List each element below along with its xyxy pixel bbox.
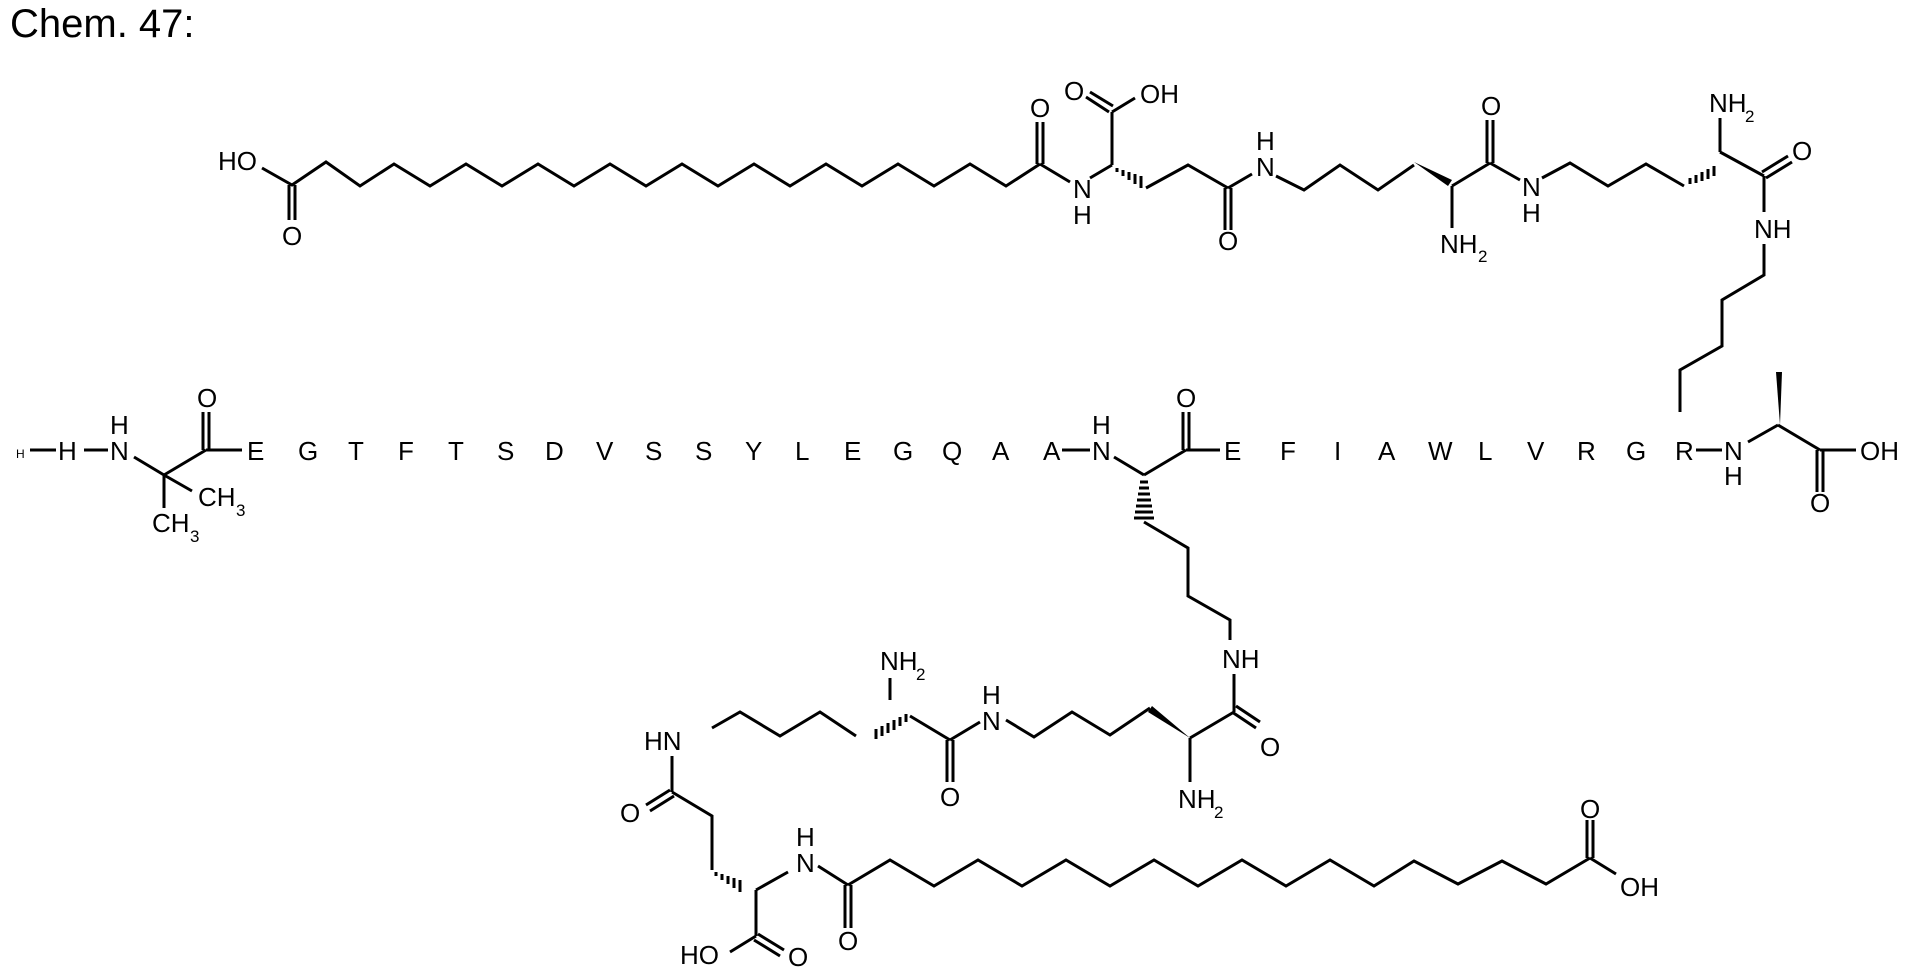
residue: A bbox=[1378, 436, 1396, 466]
label-acid-oh: OH bbox=[1140, 79, 1179, 109]
residue: L bbox=[795, 436, 809, 466]
lower-lysine-d: H N O NH 2 HN bbox=[644, 646, 1001, 812]
label-n: N bbox=[110, 436, 129, 466]
label-carbonyl-o: O bbox=[1176, 383, 1196, 413]
label-nh: NH bbox=[1222, 644, 1260, 674]
label-ho: HO bbox=[680, 940, 719, 969]
label-h: H bbox=[1522, 198, 1541, 228]
lower-lysine-c: NH O NH 2 bbox=[1005, 644, 1280, 822]
label-n: N bbox=[1256, 152, 1275, 182]
residue: F bbox=[398, 436, 414, 466]
residue: T bbox=[448, 436, 464, 466]
residue: E bbox=[247, 436, 264, 466]
residue: G bbox=[1626, 436, 1646, 466]
label-nh2-sub: 2 bbox=[1478, 247, 1487, 266]
label-oh: OH bbox=[1620, 872, 1659, 902]
residue: S bbox=[695, 436, 712, 466]
label-nh2: NH bbox=[1440, 229, 1478, 259]
upper-fatty-acid-chain: HO O O bbox=[218, 93, 1071, 251]
label-gamma-o: O bbox=[1218, 226, 1238, 256]
residue: E bbox=[844, 436, 861, 466]
label-h: H bbox=[982, 680, 1001, 710]
label-o: O bbox=[1792, 136, 1812, 166]
chain-bonds bbox=[261, 160, 1041, 188]
residue: W bbox=[1428, 436, 1453, 466]
residue: S bbox=[645, 436, 662, 466]
label-nh: NH bbox=[1754, 214, 1792, 244]
label-n: N bbox=[1522, 172, 1541, 202]
label-n: N bbox=[1724, 436, 1743, 466]
label-o: O bbox=[1810, 488, 1830, 518]
label-nh-h: H bbox=[796, 822, 815, 852]
label-n: N bbox=[796, 848, 815, 878]
label-acid-o: O bbox=[1064, 76, 1084, 106]
label-amide-o: O bbox=[838, 926, 858, 956]
sequence-segment-1: E G T F T S D V S S Y L E G Q A A bbox=[247, 436, 1090, 466]
residue: S bbox=[497, 436, 514, 466]
c-terminus: N H O OH bbox=[1724, 372, 1899, 518]
residue: I bbox=[1334, 436, 1341, 466]
label-h: H bbox=[58, 436, 77, 466]
upper-glutamate: N H O OH O bbox=[1064, 76, 1253, 256]
figure-title: Chem. 47: bbox=[10, 2, 195, 46]
label-n: N bbox=[982, 706, 1001, 736]
sequence-segment-2: E F I A W L V R G R bbox=[1224, 436, 1722, 466]
residue: L bbox=[1478, 436, 1492, 466]
residue: F bbox=[1280, 436, 1296, 466]
label-n: N bbox=[1073, 174, 1092, 204]
label-o: O bbox=[1481, 91, 1501, 121]
label-o: O bbox=[940, 782, 960, 812]
label-nh2-sub: 2 bbox=[916, 665, 925, 684]
upper-lysine-a: H N NH 2 O bbox=[1256, 91, 1521, 266]
residue: A bbox=[992, 436, 1010, 466]
label-nh-h: H bbox=[110, 410, 129, 440]
label-methyl-2-sub: 3 bbox=[190, 527, 199, 546]
chain-bonds bbox=[847, 856, 1591, 888]
residue: A bbox=[1043, 436, 1061, 466]
residue: G bbox=[298, 436, 318, 466]
label-nh-h: H bbox=[1724, 461, 1743, 491]
label-hn: HN bbox=[644, 726, 682, 756]
label-acid-o: O bbox=[788, 942, 808, 969]
residue: V bbox=[596, 436, 614, 466]
label-ho: HO bbox=[218, 146, 257, 176]
residue: R bbox=[1577, 436, 1596, 466]
label-nh2: NH bbox=[1709, 88, 1747, 118]
label-oh: OH bbox=[1860, 436, 1899, 466]
label-carbonyl-o: O bbox=[197, 383, 217, 413]
label-nh2-sub: 2 bbox=[1214, 803, 1223, 822]
label-nh-h: H bbox=[1092, 410, 1111, 440]
label-methyl-1: CH bbox=[198, 482, 236, 512]
n-terminus: H H H N O CH 3 CH 3 bbox=[16, 383, 245, 546]
label-h: H bbox=[1073, 200, 1092, 230]
label-nh2: NH bbox=[1178, 784, 1216, 814]
residue: Y bbox=[745, 436, 762, 466]
residue: R bbox=[1675, 436, 1694, 466]
label-o: O bbox=[282, 221, 302, 251]
residue: E bbox=[1224, 436, 1241, 466]
label-o: O bbox=[1580, 794, 1600, 824]
label-nh2: NH bbox=[880, 646, 918, 676]
lower-glutamate: O H N O HO O bbox=[620, 788, 858, 969]
label-amide-o: O bbox=[1030, 93, 1050, 123]
residue: Q bbox=[942, 436, 962, 466]
mid-lysine: H N O bbox=[1092, 383, 1232, 640]
label-h: H bbox=[1256, 126, 1275, 156]
residue: G bbox=[893, 436, 913, 466]
label-o: O bbox=[1260, 732, 1280, 762]
label-o: O bbox=[620, 798, 640, 828]
residue: T bbox=[348, 436, 364, 466]
label-h-small: H bbox=[16, 447, 25, 461]
residue: D bbox=[545, 436, 564, 466]
label-methyl-1-sub: 3 bbox=[236, 501, 245, 520]
residue: V bbox=[1527, 436, 1545, 466]
label-methyl-2: CH bbox=[152, 508, 190, 538]
label-nh2-sub: 2 bbox=[1745, 107, 1754, 126]
upper-lysine-b: N H NH 2 O NH bbox=[1522, 88, 1812, 412]
label-n: N bbox=[1092, 436, 1111, 466]
lower-fatty-acid-chain: O OH bbox=[847, 794, 1659, 902]
